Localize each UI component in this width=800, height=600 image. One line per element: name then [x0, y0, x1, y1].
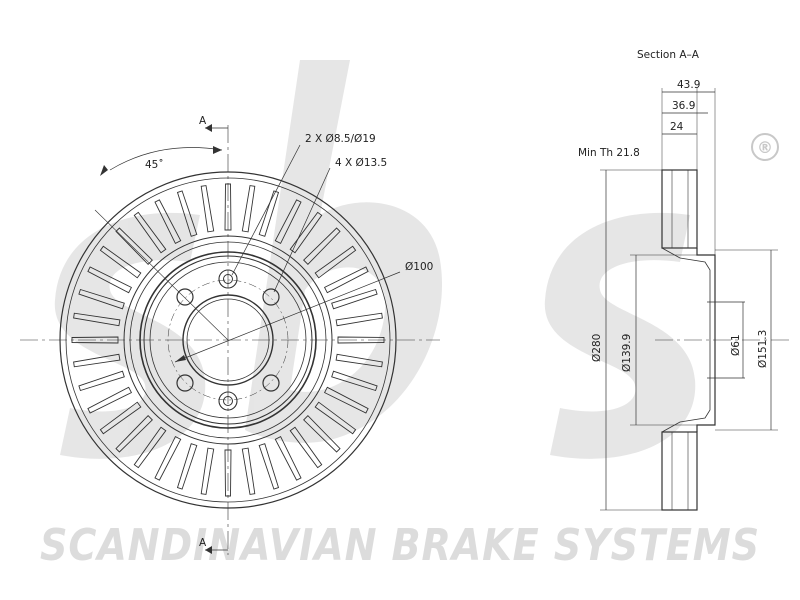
vent-slot — [87, 266, 133, 294]
vent-slot — [200, 447, 215, 495]
vent-slot — [154, 435, 182, 481]
vent-slot — [241, 447, 256, 495]
vent-slot — [176, 443, 198, 490]
vent-slot — [224, 449, 232, 497]
vent-slot — [133, 211, 167, 254]
dim-hat-diameter: Ø139.9 — [621, 334, 633, 372]
vent-slot — [99, 245, 142, 279]
registered-mark: ® — [751, 133, 779, 161]
section-view — [600, 88, 790, 511]
locating-hole — [218, 269, 238, 289]
vent-slot — [289, 211, 323, 254]
vent-slot — [335, 353, 383, 368]
vent-slot — [87, 386, 133, 414]
vent-slot — [258, 190, 280, 237]
vent-slot — [314, 245, 357, 279]
vent-slot — [274, 199, 302, 245]
bolt-hole — [262, 288, 280, 306]
bolt-hole — [176, 374, 194, 392]
dim-bore-diameter: Ø61 — [730, 334, 742, 356]
vent-slot — [241, 185, 256, 233]
section-marker-top: A — [199, 115, 207, 127]
vent-slot — [258, 443, 280, 490]
ventilation-slots — [71, 183, 385, 497]
vent-slot — [154, 199, 182, 245]
vent-slot — [303, 227, 341, 265]
vent-slot — [200, 185, 215, 233]
vent-slot — [331, 370, 378, 392]
vent-slot — [78, 370, 125, 392]
dim-total-width: 43.9 — [677, 79, 700, 91]
bolt-hole — [176, 288, 194, 306]
vent-slot — [176, 190, 198, 237]
vent-slot — [71, 336, 119, 344]
angle-label: 45˚ — [145, 159, 164, 171]
pcd-label: Ø100 — [405, 261, 433, 273]
dim-outer-diameter: Ø280 — [591, 334, 603, 362]
vent-slot — [99, 401, 142, 435]
vent-slot — [115, 415, 153, 453]
vent-slot — [133, 426, 167, 469]
vent-slot — [331, 288, 378, 310]
holes-label-locating: 2 X Ø8.5/Ø19 — [305, 133, 376, 145]
vent-slot — [335, 312, 383, 327]
locating-hole — [218, 391, 238, 411]
watermark-brand-text: SCANDINAVIAN BRAKE SYSTEMS — [40, 520, 760, 571]
vent-slot — [289, 426, 323, 469]
vent-slot — [323, 266, 369, 294]
section-title: Section A–A — [637, 49, 700, 61]
dim-thickness: 24 — [670, 121, 684, 133]
dim-hub-diameter: Ø151.3 — [757, 330, 769, 368]
dim-hat-width: 36.9 — [672, 100, 695, 112]
vent-slot — [337, 336, 385, 344]
vent-slot — [224, 183, 232, 231]
vent-slot — [73, 312, 121, 327]
svg-text:®: ® — [757, 138, 773, 157]
vent-slot — [115, 227, 153, 265]
vent-slot — [303, 415, 341, 453]
min-thickness-label: Min Th 21.8 — [578, 147, 640, 159]
bolt-hole — [262, 374, 280, 392]
vent-slot — [274, 435, 302, 481]
holes-label-bolts: 4 X Ø13.5 — [335, 157, 387, 169]
section-marker-bottom: A — [199, 537, 207, 549]
front-view — [20, 124, 440, 555]
vent-slot — [73, 353, 121, 368]
vent-slot — [323, 386, 369, 414]
vent-slot — [314, 401, 357, 435]
vent-slot — [78, 288, 125, 310]
